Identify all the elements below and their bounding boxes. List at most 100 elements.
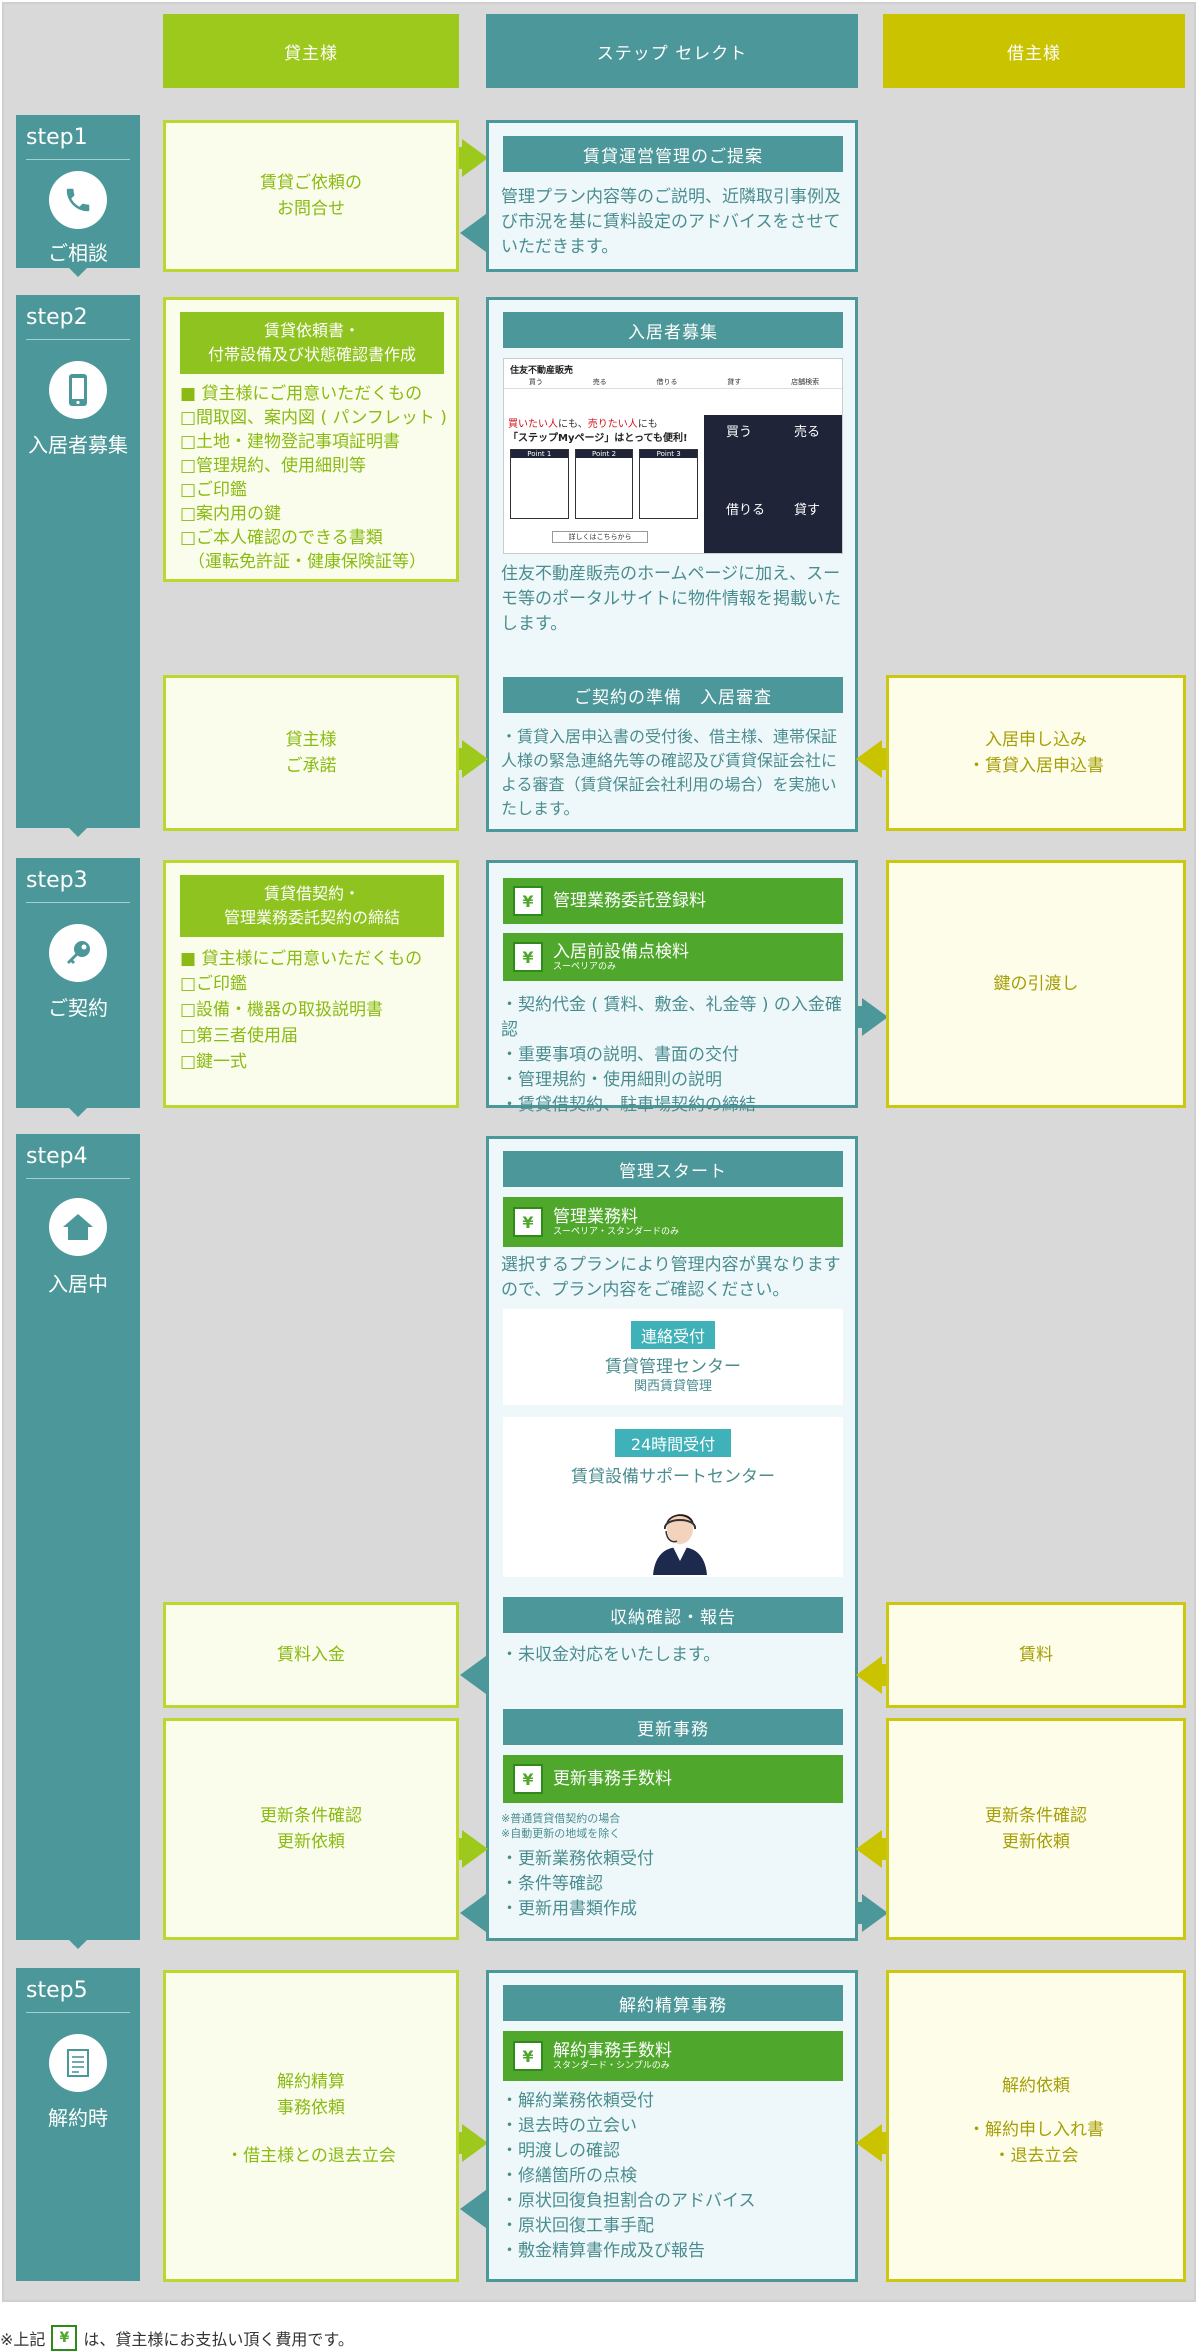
contact-name: 賃貸管理センター <box>605 1357 741 1377</box>
s4-plan-text: 選択するプランにより管理内容が異なりますので、プラン内容をご確認ください。 <box>501 1255 841 1300</box>
list-item: □ご印鑑 <box>180 480 248 500</box>
smartphone-icon <box>49 361 107 419</box>
s3-contract-box: ¥ 管理業務委託登録料 ¥ 入居前設備点検料スーペリアのみ ・契約代金 ( 賃料… <box>486 860 858 1115</box>
site-nav-item: 借りる <box>656 378 678 386</box>
arrow-left-borrower <box>856 740 882 778</box>
s1-proposal-title: 賃貸運営管理のご提案 <box>503 136 843 172</box>
footnote: ※上記 ¥ は、貸主様にお支払い頂く費用です。 <box>0 2325 354 2351</box>
list-item: ・修繕箇所の点検 <box>501 2166 637 2186</box>
fee-management-registration: ¥ 管理業務委託登録料 <box>503 878 843 924</box>
s5-termination-box: 解約精算事務 ¥ 解約事務手数料スタンダード・シンプルのみ ・解約業務依頼受付 … <box>486 1970 858 2282</box>
s2-docs-head: ■ 貸主様にご用意いただくもの <box>180 384 423 404</box>
arrow-left-borrower <box>856 2124 882 2162</box>
list-item: ・条件等確認 <box>501 1874 603 1894</box>
s4-borrower-renewal: 更新条件確認 更新依頼 <box>886 1718 1186 1940</box>
yen-icon: ¥ <box>513 1764 543 1794</box>
s2-lender-docs-box: 賃貸依頼書・ 付帯設備及び状態確認書作成 ■ 貸主様にご用意いただくもの □間取… <box>163 297 459 582</box>
step-title: ご相談 <box>48 241 108 265</box>
arrow-right-lender <box>462 2124 488 2162</box>
arrow-left-teal <box>460 1894 486 1932</box>
s2-docs-title: 賃貸依頼書・ 付帯設備及び状態確認書作成 <box>180 312 444 374</box>
arrow-right-teal <box>862 998 888 1036</box>
list-item: ・解約業務依頼受付 <box>501 2091 654 2111</box>
list-item: □ご印鑑 <box>180 974 248 994</box>
list-item: □案内用の鍵 <box>180 504 282 524</box>
s5-borrower-items: ・解約申し入れ書 ・退去立会 <box>968 2120 1104 2166</box>
s4-collect-text: ・未収金対応をいたします。 <box>501 1645 721 1665</box>
s4-management-box: 管理スタート ¥ 管理業務料スーペリア・スタンダードのみ 選択するプランにより管… <box>486 1136 858 1941</box>
s5-borrower-box: 解約依頼 ・解約申し入れ書 ・退去立会 <box>886 1970 1186 2282</box>
site-nav-item: 売る <box>592 378 607 386</box>
step-number: step4 <box>26 1144 88 1169</box>
list-item: ・管理規約・使用細則の説明 <box>501 1070 722 1090</box>
site-point: Point 3 <box>640 450 698 458</box>
step-4-sidebar: step4 入居中 <box>16 1134 140 1949</box>
header-borrower: 借主様 <box>883 14 1185 88</box>
contact-sub: 関西賃貸管理 <box>633 1379 712 1394</box>
step-5-sidebar: step5 解約時 <box>16 1968 140 2281</box>
s5-lender-box: 解約精算 事務依頼 ・借主様との退去立会 <box>163 1970 459 2282</box>
s2-lender-approval: 貸主様 ご承諾 <box>163 675 459 831</box>
header-lender: 貸主様 <box>163 14 459 88</box>
site-logo: 住友不動産販売 <box>510 366 574 376</box>
s4-contact-center: 連絡受付 賃貸管理センター 関西賃貸管理 <box>503 1309 843 1405</box>
list-item: ・更新業務依頼受付 <box>501 1849 654 1869</box>
list-item: □管理規約、使用細則等 <box>180 456 367 476</box>
list-item: ・契約代金 ( 賃料、敷金、礼金等 ) の入金確認 <box>501 995 842 1040</box>
site-banner-line2: 「ステップMyページ」はとっても便利! <box>508 433 688 444</box>
s4-renew-list: ・更新業務依頼受付 ・条件等確認 ・更新用書類作成 <box>501 1847 841 1922</box>
s2-recruit-title: 入居者募集 <box>503 312 843 348</box>
s4-borrower-rent: 賃料 <box>886 1602 1186 1708</box>
step-number: step5 <box>26 1978 88 2003</box>
s5-lender-inspection: ・借主様との退去立会 <box>226 2146 396 2166</box>
step-number: step1 <box>26 125 88 150</box>
key-icon <box>49 924 107 982</box>
s3-items-list: ・契約代金 ( 賃料、敷金、礼金等 ) の入金確認 ・重要事項の説明、書面の交付… <box>501 993 851 1118</box>
s2-recruit-box: 入居者募集 住友不動産販売 買う 売る 借りる 貸す 店舗検索 買いたい人にも、… <box>486 297 858 832</box>
yen-icon: ¥ <box>513 2041 543 2071</box>
yen-icon: ¥ <box>513 1207 543 1237</box>
arrow-left-teal <box>460 1656 486 1694</box>
arrow-left-teal <box>460 214 486 252</box>
list-item: ・更新用書類作成 <box>501 1899 637 1919</box>
list-item: □鍵一式 <box>180 1052 248 1072</box>
step-title: 解約時 <box>48 2106 108 2130</box>
step-title: 入居中 <box>48 1272 108 1296</box>
yen-icon: ¥ <box>513 886 543 916</box>
s3-contract-title: 賃貸借契約・ 管理業務委託契約の締結 <box>180 875 444 937</box>
site-nav-item: 買う <box>528 378 543 386</box>
list-item: □第三者使用届 <box>180 1026 299 1046</box>
s3-docs-head: ■ 貸主様にご用意いただくもの <box>180 949 423 969</box>
header-step-select: ステップ セレクト <box>486 14 858 88</box>
list-item: □設備・機器の取扱説明書 <box>180 1000 384 1020</box>
s4-renew-notes: ※普通賃貸借契約の場合 ※自動更新の地域を除く <box>501 1812 621 1840</box>
list-item: ・敷金精算書作成及び報告 <box>501 2241 705 2261</box>
website-screenshot: 住友不動産販売 買う 売る 借りる 貸す 店舗検索 買いたい人にも、売りたい人に… <box>503 358 843 554</box>
site-point: Point 2 <box>575 450 633 458</box>
s4-renew-title: 更新事務 <box>503 1709 843 1745</box>
yen-icon: ¥ <box>513 942 543 972</box>
list-item: □ご本人確認のできる書類 <box>180 528 383 548</box>
arrow-right-teal <box>862 1894 888 1932</box>
list-item: □間取図、案内図 ( パンフレット ) <box>180 408 447 428</box>
list-item: ・賃貸借契約、駐車場契約の締結 <box>501 1095 756 1115</box>
fee-termination: ¥ 解約事務手数料スタンダード・シンプルのみ <box>503 2031 843 2081</box>
step-3-sidebar: step3 ご契約 <box>16 858 140 1117</box>
phone-icon <box>49 171 107 229</box>
list-item: □土地・建物登記事項証明書 <box>180 432 401 452</box>
s1-proposal-text: 管理プラン内容等のご説明、近隣取引事例及び市況を基に賃料設定のアドバイスをさせて… <box>501 187 841 257</box>
list-item: ・原状回復工事手配 <box>501 2216 654 2236</box>
step-number: step2 <box>26 305 88 330</box>
arrow-right-lender <box>462 1830 488 1868</box>
s4-24h-center: 24時間受付 賃貸設備サポートセンター <box>503 1417 843 1577</box>
arrow-left-teal <box>460 2190 486 2228</box>
24h-tag: 24時間受付 <box>615 1429 731 1457</box>
24h-name: 賃貸設備サポートセンター <box>571 1467 775 1487</box>
s4-collect-title: 収納確認・報告 <box>503 1597 843 1633</box>
s4-lender-rent-deposit: 賃料入金 <box>163 1602 459 1708</box>
step-title: ご契約 <box>48 996 108 1020</box>
document-icon <box>49 2034 107 2092</box>
s3-docs-list: □ご印鑑 □設備・機器の取扱説明書 □第三者使用届 □鍵一式 <box>180 971 452 1075</box>
s5-lender-request: 解約精算 事務依頼 <box>277 2072 345 2118</box>
s2-recruit-text: 住友不動産販売のホームページに加え、スーモ等のポータルサイトに物件情報を掲載いた… <box>501 564 841 634</box>
